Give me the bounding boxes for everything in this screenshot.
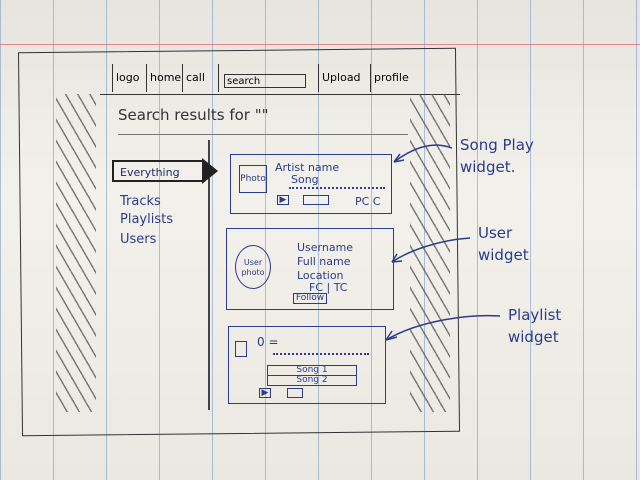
user-counts: FC | TC xyxy=(309,281,348,294)
user-photo-label: User photo xyxy=(241,258,265,277)
nav-call[interactable]: call xyxy=(182,64,218,92)
nav-profile-label: profile xyxy=(374,71,409,84)
filter-playlists[interactable]: Playlists xyxy=(120,212,173,227)
search-input[interactable]: search xyxy=(224,74,306,88)
follow-button-label: Follow xyxy=(295,293,325,303)
filter-tracks[interactable]: Tracks xyxy=(120,194,161,209)
play-icon[interactable]: ▶ xyxy=(277,195,289,205)
filter-everything-label: Everything xyxy=(120,166,180,179)
nav-logo-label: logo xyxy=(116,71,140,84)
playlist-title: 0 = xyxy=(257,335,279,349)
annotation-playlist-widget: Playlist widget xyxy=(508,306,562,346)
right-margin-hatching xyxy=(410,94,450,412)
song-title: Song xyxy=(291,173,319,186)
nav-call-label: call xyxy=(186,71,205,84)
search-results-heading: Search results for "" xyxy=(118,106,269,124)
song-action-button[interactable] xyxy=(303,195,329,205)
user-location: Location xyxy=(297,269,344,282)
nav-logo[interactable]: logo xyxy=(112,64,146,92)
playlist-action-button[interactable] xyxy=(287,388,303,398)
nav-upload-label: Upload xyxy=(322,71,361,84)
margin-line xyxy=(0,44,640,45)
user-username: Username xyxy=(297,241,354,254)
playlist-cover xyxy=(235,341,247,357)
playlist-track-2[interactable]: Song 2 xyxy=(267,375,357,386)
nav-profile[interactable]: profile xyxy=(370,64,410,92)
heading-divider xyxy=(118,134,408,135)
nav-home[interactable]: home xyxy=(146,64,182,92)
nav-upload[interactable]: Upload xyxy=(318,64,370,92)
playlist-widget[interactable]: 0 = Song 1 Song 2 ▶ xyxy=(228,326,386,404)
left-margin-hatching xyxy=(56,94,96,412)
playlist-track-1-label: Song 1 xyxy=(296,365,328,375)
song-play-widget[interactable]: Photo Artist name Song ▶ PC C xyxy=(230,154,392,214)
nav-home-label: home xyxy=(150,71,182,84)
nav-search-tab xyxy=(218,64,318,92)
content-divider xyxy=(208,140,210,410)
playlist-waveform xyxy=(273,347,369,355)
song-counts: PC C xyxy=(355,195,381,208)
song-photo-label: Photo xyxy=(240,174,266,184)
song-photo: Photo xyxy=(239,165,267,193)
user-fullname: Full name xyxy=(297,255,351,268)
filter-users[interactable]: Users xyxy=(120,232,157,247)
playlist-track-2-label: Song 2 xyxy=(296,375,328,385)
annotation-user-widget: User widget xyxy=(478,224,529,264)
user-widget[interactable]: User photo Username Full name Location F… xyxy=(226,228,394,310)
playlist-play-icon[interactable]: ▶ xyxy=(259,388,271,398)
follow-button[interactable]: Follow xyxy=(293,293,327,304)
user-photo: User photo xyxy=(235,245,271,289)
song-artist: Artist name xyxy=(275,161,340,174)
search-input-label: search xyxy=(227,76,261,87)
selected-filter-arrow-icon xyxy=(202,158,218,184)
annotation-song-widget: Song Play widget. xyxy=(460,136,534,176)
song-waveform xyxy=(289,181,385,189)
nav-bar xyxy=(100,62,460,95)
